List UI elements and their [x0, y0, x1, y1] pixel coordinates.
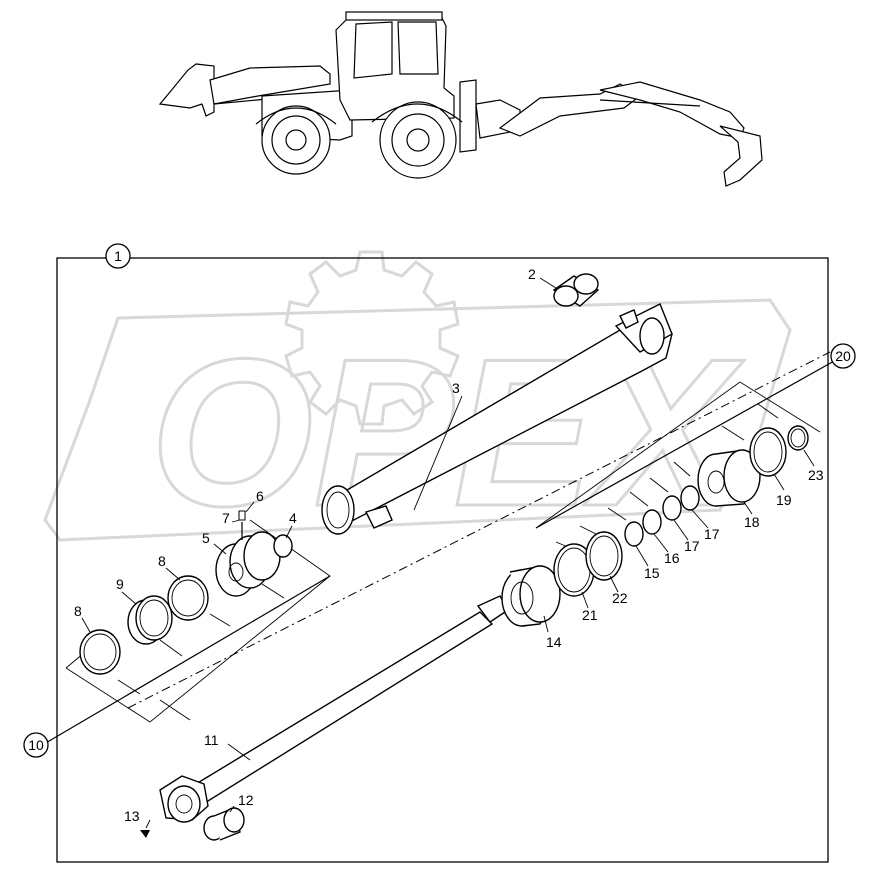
label-22: 22 [612, 590, 628, 606]
wear-ring-9 [127, 595, 173, 645]
seal-ring-8b [167, 575, 209, 621]
o-ring-4 [273, 534, 293, 558]
assembly-frame [56, 257, 829, 863]
callout-group-piston-label: 10 [28, 737, 44, 753]
label-5: 5 [202, 530, 210, 546]
label-8a: 8 [74, 603, 82, 619]
seal-ring-8a [79, 629, 121, 675]
part-labels: 2 3 4 5 6 7 8 9 8 11 12 13 14 15 16 17 1… [74, 266, 824, 824]
piston-rod [159, 595, 509, 823]
label-21: 21 [582, 607, 598, 623]
callout-assembly: 1 [105, 243, 131, 269]
callout-group-head-label: 20 [835, 348, 851, 364]
piston [215, 531, 281, 597]
label-14: 14 [546, 634, 562, 650]
label-11: 11 [204, 732, 219, 748]
seal-15 [624, 521, 644, 547]
label-3: 3 [452, 380, 460, 396]
bushing-top [552, 273, 600, 307]
label-17b: 17 [704, 526, 720, 542]
callout-group-piston: 10 [23, 732, 49, 758]
cylinder-barrel [321, 303, 673, 535]
seal-17a [662, 495, 682, 521]
label-23: 23 [808, 467, 824, 483]
cylinder-head [697, 449, 761, 507]
label-4: 4 [289, 510, 297, 526]
bushing-rod [203, 807, 245, 841]
label-2: 2 [528, 266, 536, 282]
group-head-outline [535, 359, 837, 553]
backhoe-loader-icon [158, 11, 763, 187]
label-13: 13 [124, 808, 140, 824]
seal-22 [585, 531, 623, 581]
set-screw [238, 510, 246, 540]
callout-assembly-label: 1 [114, 248, 122, 264]
label-8b: 8 [158, 553, 166, 569]
label-17a: 17 [684, 538, 700, 554]
label-19: 19 [776, 492, 792, 508]
label-18: 18 [744, 514, 760, 530]
seal-17b [680, 485, 700, 511]
grease-fitting [140, 830, 150, 838]
label-16: 16 [664, 550, 680, 566]
callout-group-head: 20 [830, 343, 856, 369]
label-12: 12 [238, 792, 254, 808]
label-15: 15 [644, 565, 660, 581]
seal-16 [642, 509, 662, 535]
leader-lines [81, 277, 815, 829]
rod-guide [501, 565, 561, 627]
label-9: 9 [116, 576, 124, 592]
label-6: 6 [256, 488, 264, 504]
label-7: 7 [222, 510, 230, 526]
center-line [127, 351, 831, 709]
seal-19 [749, 427, 787, 477]
